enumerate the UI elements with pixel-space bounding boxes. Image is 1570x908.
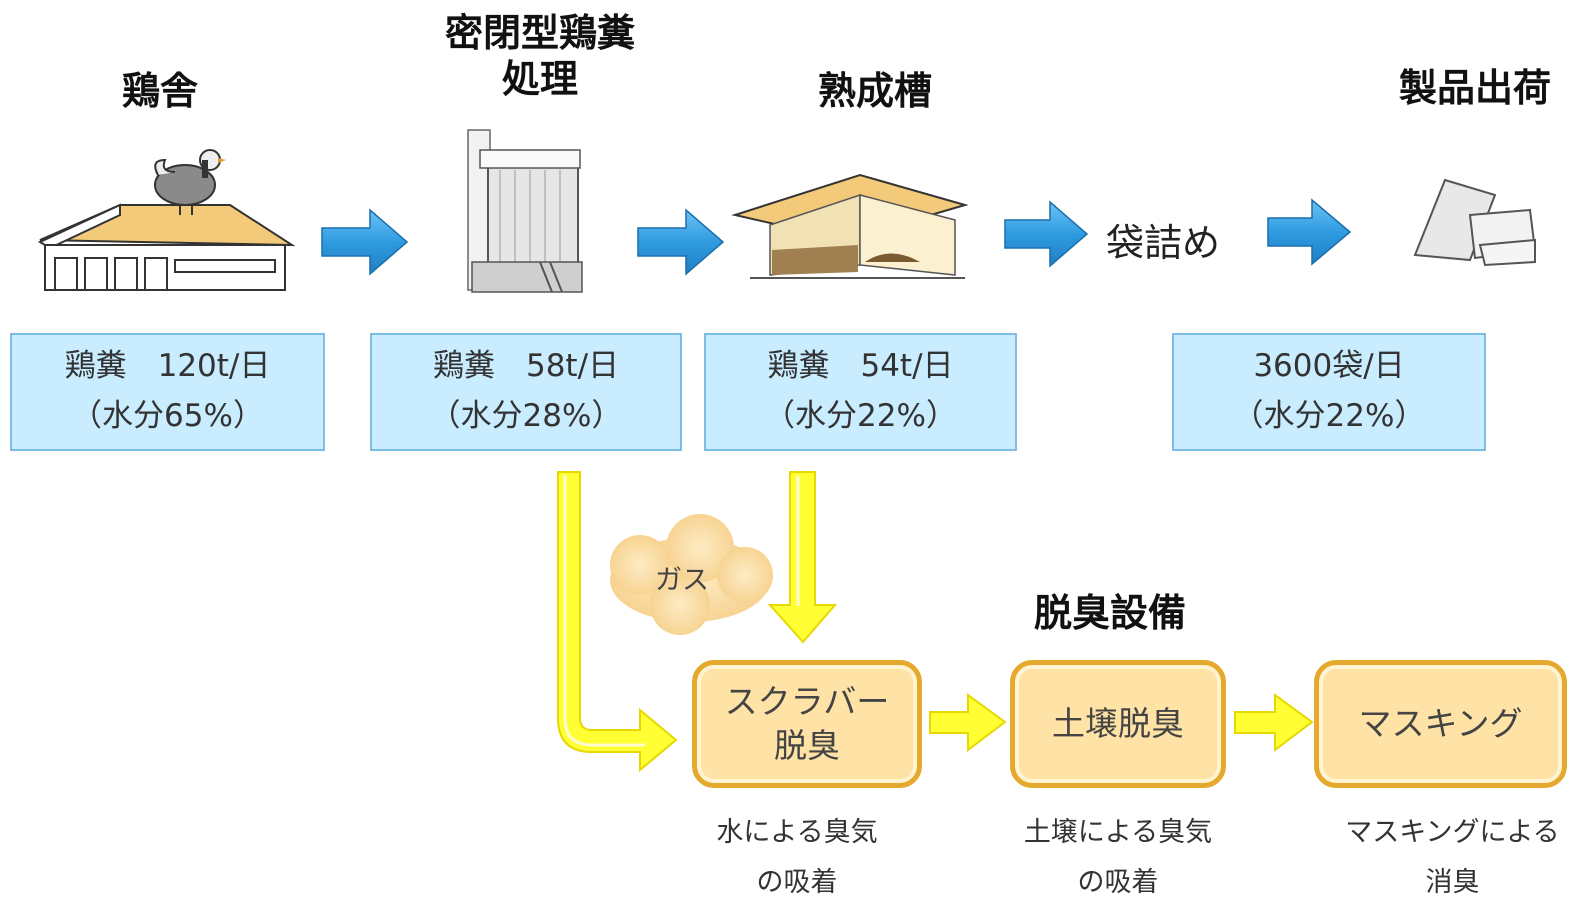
flow-arrow-2: [637, 208, 725, 276]
stage-title-sealed-line2: 処理: [501, 57, 578, 101]
bagging-label: 袋詰め: [1106, 221, 1221, 265]
info-moisture: （水分22%）: [1232, 398, 1426, 434]
treat-box-soil: 土壌脱臭: [1010, 660, 1226, 788]
desc-masking: マスキングによる 消臭: [1340, 808, 1565, 908]
treat-box-scrubber: スクラバー 脱臭: [692, 660, 922, 788]
stage-title-coop: 鶏舎: [121, 69, 198, 113]
desc-line1: 土壌による臭気: [1023, 817, 1213, 848]
treat-box-masking: マスキング: [1314, 660, 1567, 788]
info-amount: 3600袋/日: [1253, 348, 1405, 384]
info-box-aging: 鶏糞 54t/日 （水分22%）: [704, 333, 1017, 451]
desc-line1: マスキングによる: [1345, 817, 1560, 848]
flow-arrow-3: [1004, 200, 1089, 268]
desc-soil: 土壌による臭気 の吸着: [1010, 808, 1226, 908]
flow-arrow-1: [321, 208, 409, 276]
gas-arrow-aging: [767, 471, 838, 644]
info-box-coop: 鶏糞 120t/日 （水分65%）: [10, 333, 325, 451]
stage-title-aging: 熟成槽: [817, 69, 932, 113]
gas-arrow-sealed: [557, 471, 678, 773]
treat-arrow-2: [1234, 693, 1314, 753]
desc-scrubber: 水による臭気 の吸着: [692, 808, 902, 908]
desc-line2: の吸着: [1077, 867, 1159, 898]
treat-label-line1: マスキング: [1358, 704, 1523, 743]
info-amount: 鶏糞 58t/日: [432, 348, 620, 384]
info-amount: 鶏糞 54t/日: [767, 348, 954, 384]
treat-label-line1: スクラバー: [724, 682, 890, 721]
gas-label: ガス: [655, 565, 709, 596]
stage-title-shipping: 製品出荷: [1398, 66, 1551, 110]
stage-title-sealed-line1: 密閉型鶏糞: [444, 11, 635, 55]
treatment-tower-icon: [467, 129, 583, 293]
deodorization-title: 脱臭設備: [1033, 591, 1186, 635]
fertilizer-bags-icon: [1413, 178, 1537, 267]
treat-label-line2: 脱臭: [774, 726, 840, 765]
aging-shed-icon: [731, 173, 969, 279]
info-amount: 鶏糞 120t/日: [64, 348, 271, 384]
desc-line2: の吸着: [756, 867, 838, 898]
chicken-coop-icon: [37, 149, 296, 291]
info-moisture: （水分22%）: [764, 398, 957, 434]
info-moisture: （水分28%）: [429, 398, 623, 434]
stage-title-sealed: 密閉型鶏糞 処理: [420, 10, 660, 102]
treat-label-line1: 土壌脱臭: [1052, 704, 1184, 743]
desc-line2: 消臭: [1425, 867, 1480, 898]
info-box-shipping: 3600袋/日 （水分22%）: [1172, 333, 1486, 451]
flow-arrow-4: [1267, 198, 1352, 266]
gas-cloud: [610, 514, 773, 635]
treat-arrow-1: [929, 693, 1007, 753]
info-box-sealed: 鶏糞 58t/日 （水分28%）: [370, 333, 682, 451]
desc-line1: 水による臭気: [716, 817, 878, 848]
info-moisture: （水分65%）: [71, 398, 264, 434]
